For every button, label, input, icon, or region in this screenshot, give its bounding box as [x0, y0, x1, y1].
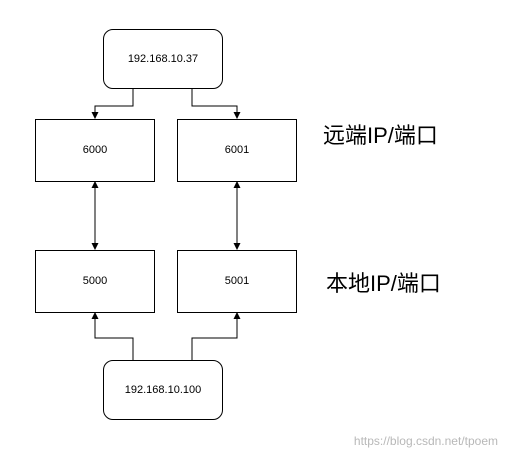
remote-port-6000-node: 6000	[35, 119, 155, 182]
remote-port-6000-text: 6000	[82, 144, 108, 156]
local-port-5000-text: 5000	[82, 275, 108, 287]
local-port-5000-node: 5000	[35, 250, 155, 313]
edge-remote-ip-to-6000	[91, 88, 134, 120]
edge-remote-ip-to-6001	[191, 88, 241, 120]
local-ip-node: 192.168.10.100	[103, 360, 223, 420]
local-endpoint-label: 本地IP/端口	[326, 271, 441, 296]
local-port-5001-text: 5001	[224, 275, 250, 287]
edge-local-ip-to-5000	[91, 311, 134, 360]
local-port-5001-node: 5001	[177, 250, 297, 313]
remote-ip-text: 192.168.10.37	[127, 52, 199, 65]
remote-endpoint-label: 远端IP/端口	[323, 123, 438, 148]
remote-port-6001-text: 6001	[224, 144, 250, 156]
remote-port-6001-node: 6001	[177, 119, 297, 182]
watermark-url: https://blog.csdn.net/tpoem	[353, 434, 498, 448]
edge-local-ip-to-5001	[191, 311, 241, 360]
remote-ip-node: 192.168.10.37	[103, 29, 223, 89]
local-ip-text: 192.168.10.100	[124, 383, 202, 396]
